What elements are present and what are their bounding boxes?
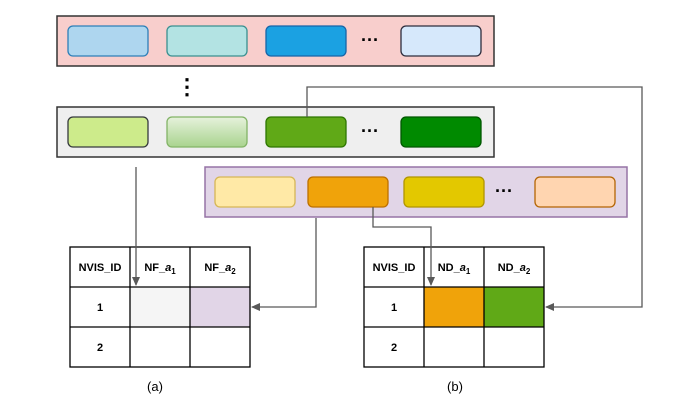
table-b: NVIS_ID ND_a1 ND_a2 1 2	[363, 246, 545, 368]
table-b-header-nvis-id: NVIS_ID	[373, 262, 416, 274]
table-a-row-id-1: 1	[97, 302, 103, 314]
connector-orange2-to-nd-a1	[372, 207, 435, 286]
green-block-4	[400, 116, 482, 148]
connector-orange1-to-nf-a2	[251, 218, 317, 311]
table-a-header-nf-a1: NF_a1	[144, 262, 176, 276]
table-a-cell-r1c2	[130, 287, 190, 327]
blue-group: ···	[56, 15, 495, 67]
green-group: ···	[56, 106, 495, 158]
orange-block-2	[307, 176, 389, 208]
orange-block-3	[403, 176, 485, 208]
green-block-1	[67, 116, 149, 148]
table-a-row-id-2: 2	[97, 342, 103, 354]
green-block-2	[166, 116, 248, 148]
table-b-header-nd-a2: ND_a2	[498, 262, 531, 276]
connector-green3-to-nd-a2	[306, 86, 643, 311]
vertical-ellipsis: ⋮	[176, 74, 198, 99]
table-a-header-nf-a2: NF_a2	[204, 262, 236, 276]
green-ellipsis: ···	[361, 121, 379, 141]
table-a-frame	[69, 246, 251, 368]
table-a-cell-r1c3	[190, 287, 250, 327]
orange-block-4	[534, 176, 616, 208]
table-b-row-id-1: 1	[391, 302, 397, 314]
blue-block-2	[166, 25, 248, 57]
table-b-header-nd-a1: ND_a1	[438, 262, 471, 276]
table-a: NVIS_ID NF_a1 NF_a2 1 2	[69, 246, 251, 368]
caption-a: (a)	[147, 379, 163, 394]
table-b-cell-r1c2	[424, 287, 484, 327]
caption-b: (b)	[447, 379, 463, 394]
blue-block-4	[400, 25, 482, 57]
orange-block-1	[214, 176, 296, 208]
orange-group: ···	[204, 166, 628, 218]
green-block-3	[265, 116, 347, 148]
blue-block-3	[265, 25, 347, 57]
table-b-frame	[363, 246, 545, 368]
blue-ellipsis: ···	[361, 30, 379, 50]
blue-block-1	[67, 25, 149, 57]
orange-ellipsis: ···	[495, 181, 513, 201]
connectors	[132, 86, 643, 311]
table-b-cell-r1c3	[484, 287, 544, 327]
table-b-row-id-2: 2	[391, 342, 397, 354]
table-a-header-nvis-id: NVIS_ID	[79, 262, 122, 274]
